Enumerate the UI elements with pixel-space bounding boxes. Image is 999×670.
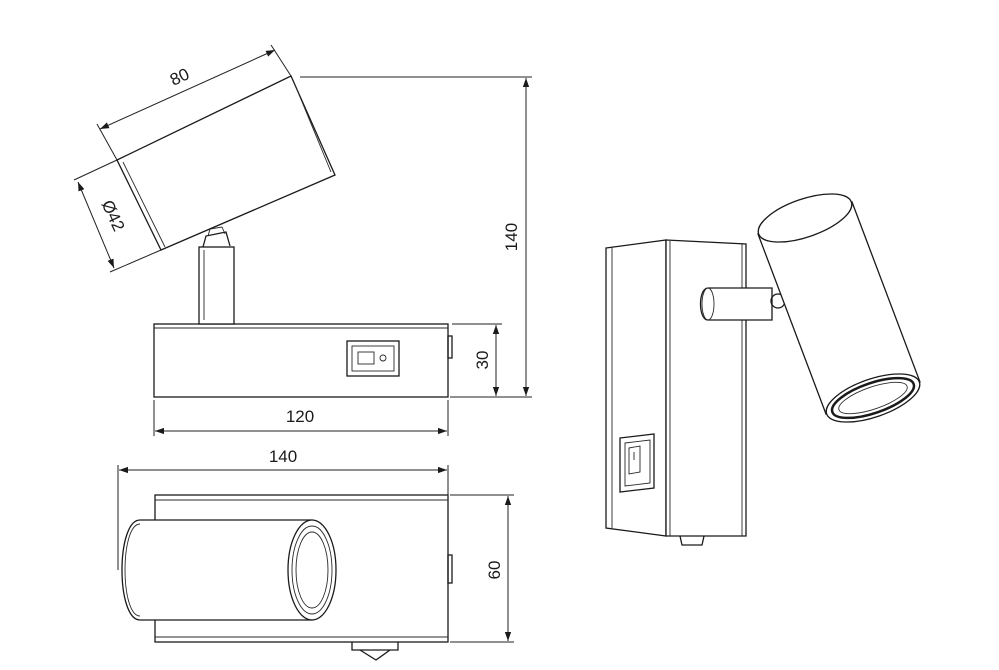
side-base-box xyxy=(153,323,449,398)
dim-30: 30 xyxy=(452,323,502,398)
side-lamp-head xyxy=(116,75,336,251)
dim-60-label: 60 xyxy=(485,561,504,580)
dim-140-horizontal-label: 140 xyxy=(269,447,297,466)
top-switch-tip xyxy=(359,649,391,661)
top-lamp-head xyxy=(121,519,337,621)
side-view: 80 Ø42 140 30 120 xyxy=(73,44,532,436)
dim-120: 120 xyxy=(153,400,449,436)
dim-140-vertical-label: 140 xyxy=(502,223,521,251)
iso-bottom-switch xyxy=(679,535,705,546)
iso-stem xyxy=(699,287,786,321)
iso-rocker-switch-icon xyxy=(619,433,655,493)
dim-80-label: 80 xyxy=(167,64,192,89)
dim-120-label: 120 xyxy=(286,407,314,426)
top-switch-protrusion xyxy=(351,642,399,651)
dim-60: 60 xyxy=(450,494,514,643)
dim-30-label: 30 xyxy=(473,351,492,370)
dim-140-horizontal: 140 xyxy=(117,447,449,570)
top-view: 140 60 xyxy=(117,447,514,661)
side-switch-bump xyxy=(447,335,453,359)
iso-box-front-face xyxy=(665,239,747,537)
side-stem xyxy=(198,226,235,325)
top-switch-bump xyxy=(447,554,453,584)
dim-diameter-label: Ø42 xyxy=(98,197,129,234)
iso-box-left-face xyxy=(605,239,667,537)
iso-lamp-head xyxy=(757,193,921,423)
isometric-view xyxy=(605,193,921,546)
rocker-switch-icon xyxy=(346,340,400,377)
